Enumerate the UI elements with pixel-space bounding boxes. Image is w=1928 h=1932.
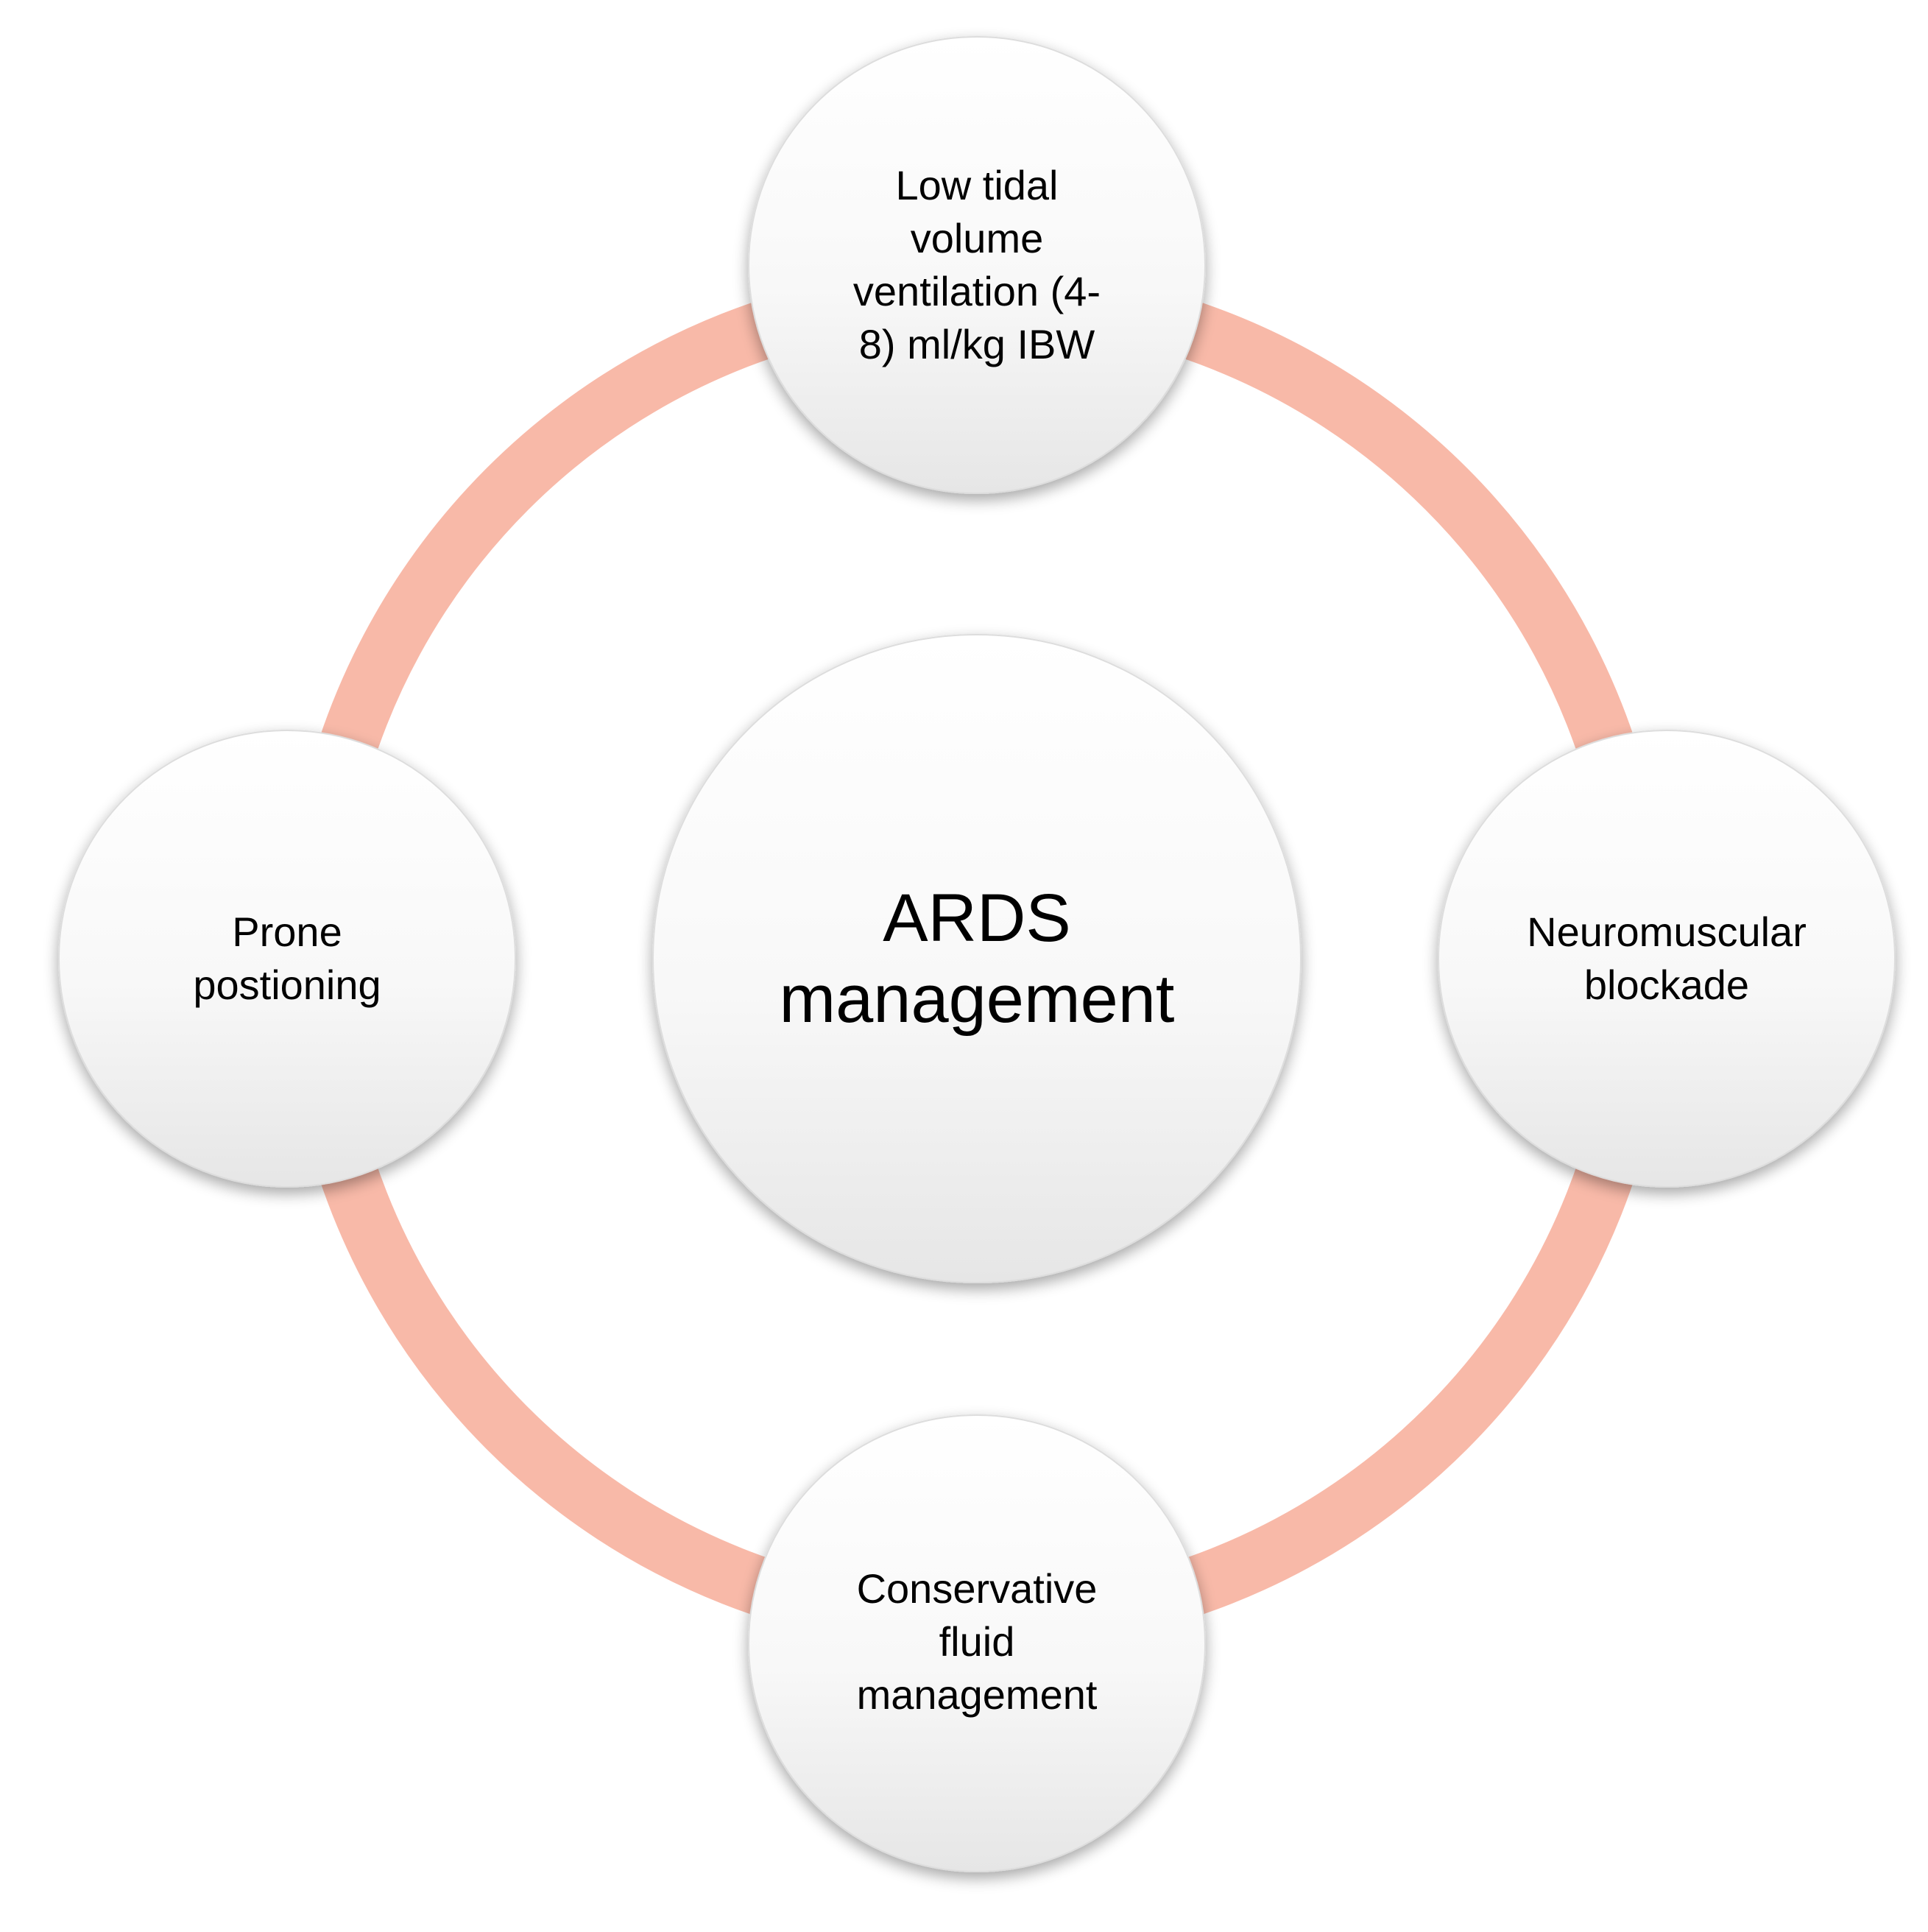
node-top-circle [748,36,1206,494]
node-top-label: Low tidal volume ventilation (4- 8) ml/k… [852,162,1101,367]
node-left-label: Prone postioning [193,909,381,1008]
center-circle [652,634,1302,1283]
center-label: ARDS management [779,881,1175,1037]
node-bottom-circle [748,1414,1206,1872]
node-left-circle [58,730,516,1188]
node-bottom-label: Conservative fluid management [856,1565,1098,1718]
node-right-label: Neuromuscular blockade [1527,909,1807,1008]
node-right-circle [1438,730,1896,1188]
